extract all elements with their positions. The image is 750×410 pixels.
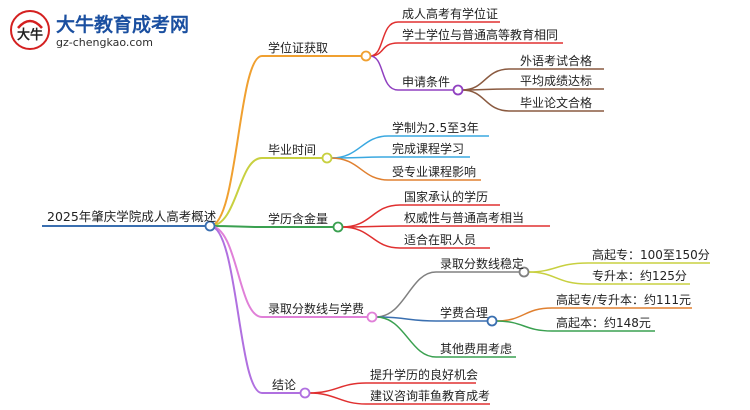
b2-child-1-label: 学制为2.5至3年: [392, 121, 479, 135]
connector-b2-c1: [330, 135, 389, 159]
b1-child-1-label: 成人高考有学位证: [402, 7, 499, 21]
connector-b4-c1: [375, 271, 437, 318]
connector-b1-c1: [369, 21, 399, 57]
b4-c2-child-2-label: 高起本：约148元: [556, 316, 651, 330]
logo-chars: 大牛: [17, 27, 43, 43]
b4-c2-child-1-label: 高起专/专升本：约111元: [556, 293, 691, 307]
b4-c1-child-2-label: 专升本：约125分: [592, 269, 687, 283]
connector-b3-c3: [341, 226, 401, 249]
branch-4-dot: [366, 311, 378, 323]
connector-b1-c3-g1: [461, 68, 511, 91]
connector-b3-c1: [341, 204, 401, 228]
b4-child-3-label: 其他费用考虑: [440, 342, 513, 356]
b4-c1-dot: [518, 266, 530, 278]
branch-3-dot: [332, 221, 344, 233]
connector-root-branch-5: [209, 225, 263, 394]
branch-2-dot: [321, 152, 333, 164]
root-node-dot: [204, 220, 216, 232]
connector-root-branch-4: [209, 225, 263, 318]
b1-c3-child-1-label: 外语考试合格: [520, 54, 593, 68]
connector-b4-c2-g2: [495, 320, 553, 332]
connector-b1-c2: [369, 42, 399, 57]
connector-b4-c1-g2: [527, 271, 589, 285]
b4-c2-dot: [486, 315, 498, 327]
connector-b4-c3: [375, 316, 437, 358]
branch-4-label: 录取分数线与学费: [268, 302, 365, 316]
b1-c3-child-3-label: 毕业论文合格: [520, 96, 593, 110]
b3-child-2-label: 权威性与普通高考相当: [404, 211, 525, 225]
b5-child-1-label: 提升学历的良好机会: [370, 368, 479, 382]
branch-5-dot: [299, 387, 311, 399]
site-url: gz-chengkao.com: [56, 36, 153, 49]
root-topic: 2025年肇庆学院成人高考概述: [47, 209, 217, 224]
connector-b1-c3: [369, 55, 399, 91]
connector-b4-c2-g1: [495, 307, 553, 322]
b1-c3-dot: [452, 84, 464, 96]
b1-child-2-label: 学士学位与普通高等教育相同: [402, 28, 559, 42]
connector-root-branch-2: [209, 157, 263, 227]
branch-5-label: 结论: [272, 378, 297, 392]
b5-child-2-label: 建议咨询菲鱼教育成考: [370, 389, 491, 403]
site-name: 大牛教育成考网: [56, 14, 190, 36]
connector-b4-c1-g1: [527, 262, 589, 273]
connector-b2-c3: [330, 157, 389, 181]
b2-child-2-label: 完成课程学习: [392, 142, 465, 156]
b4-child-2-label: 学费合理: [440, 306, 489, 320]
b1-child-3-label: 申请条件: [402, 75, 451, 89]
branch-2-label: 毕业时间: [268, 143, 317, 157]
b4-child-1-label: 录取分数线稳定: [440, 257, 525, 271]
connector-b1-c3-g3: [461, 89, 511, 112]
connector-b5-c1: [308, 382, 367, 394]
connector-b5-c2: [308, 392, 367, 405]
branch-3-label: 学历含金量: [268, 212, 329, 226]
b3-child-3-label: 适合在职人员: [404, 233, 477, 247]
branch-1-dot: [360, 50, 372, 62]
connector-root-branch-3: [209, 225, 263, 228]
b4-c1-child-1-label: 高起专：100至150分: [592, 248, 710, 262]
site-logo[interactable]: 大牛 大牛教育成考网 gz-chengkao.com: [8, 8, 198, 54]
b1-c3-child-2-label: 平均成绩达标: [520, 74, 593, 88]
b2-child-3-label: 受专业课程影响: [392, 165, 477, 179]
connector-root-branch-1: [209, 55, 263, 227]
branch-1-label: 学位证获取: [268, 41, 329, 55]
b3-child-1-label: 国家承认的学历: [404, 190, 489, 204]
ox-logo-icon: 大牛: [10, 10, 50, 50]
